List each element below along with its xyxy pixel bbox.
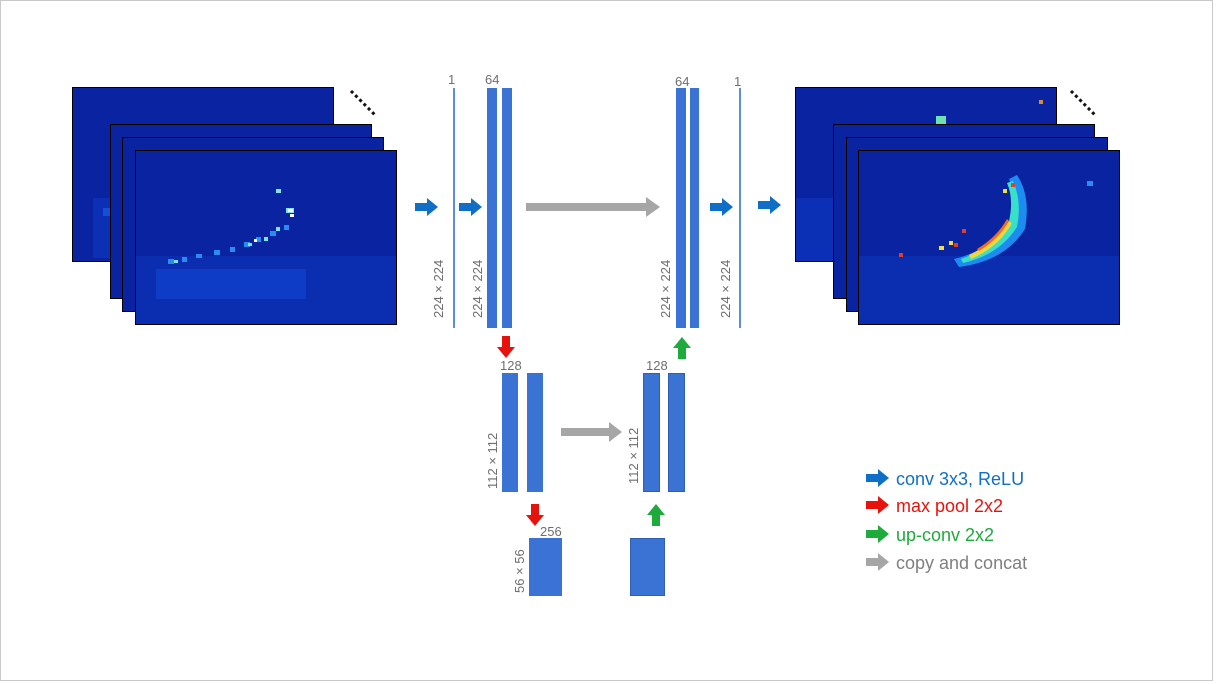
dec1-size-label: 224 × 224 — [658, 259, 673, 318]
dec1-channels-label: 64 — [675, 74, 690, 89]
conv-arrow-input — [415, 198, 438, 216]
legend-copy-text: copy and concat — [896, 553, 1028, 573]
legend-upconv-text: up-conv 2x2 — [896, 525, 995, 545]
legend-conv-text: conv 3x3, ReLU — [896, 469, 1025, 489]
bottleneck-size-label: 56 × 56 — [512, 549, 527, 593]
conv-arrow-output — [758, 196, 781, 214]
output-image-card-front — [858, 150, 1120, 325]
output-channel-bar — [739, 88, 741, 328]
conv-arrow-enc1 — [459, 198, 482, 216]
input-image-card-front — [135, 150, 397, 325]
dec2-size-label: 112 × 112 — [626, 427, 641, 484]
copy-arrow-level2 — [561, 422, 622, 442]
dec2-channels-label: 128 — [646, 358, 668, 373]
dec2-block-a — [643, 373, 660, 492]
input-size-label: 224 × 224 — [431, 259, 446, 318]
enc2-block-b — [527, 373, 543, 492]
enc1-size-label: 224 × 224 — [470, 259, 485, 318]
legend-pool-text: max pool 2x2 — [896, 496, 1004, 516]
upconv-arrow-2 — [647, 504, 665, 526]
bottleneck-channels-label: 256 — [540, 524, 562, 539]
dec1-block-b — [690, 88, 699, 328]
maxpool-arrow-2 — [526, 504, 544, 526]
upconv-source-block — [630, 538, 665, 596]
dec1-block-a — [676, 88, 686, 328]
conv-arrow-dec1 — [710, 198, 733, 216]
green-arrow-icon — [866, 525, 889, 543]
enc2-size-label: 112 × 112 — [485, 432, 500, 489]
dec2-block-b — [668, 373, 685, 492]
input-channels-label: 1 — [448, 72, 456, 87]
red-arrow-icon — [866, 496, 889, 514]
output-size-label: 224 × 224 — [718, 259, 733, 318]
upconv-arrow-1 — [673, 337, 691, 359]
enc2-block-a — [502, 373, 518, 492]
enc1-block-b — [502, 88, 512, 328]
enc2-channels-label: 128 — [500, 358, 522, 373]
blue-arrow-icon — [866, 469, 889, 487]
bottleneck-block — [529, 538, 562, 596]
input-heatmap — [136, 151, 396, 324]
input-channel-bar — [453, 88, 455, 328]
gray-arrow-icon — [866, 553, 889, 571]
enc1-block-a — [487, 88, 497, 328]
output-heatmap — [859, 151, 1119, 324]
maxpool-arrow-1 — [497, 336, 515, 358]
enc1-channels-label: 64 — [485, 72, 500, 87]
output-channels-label: 1 — [734, 74, 742, 89]
copy-arrow-level1 — [526, 197, 660, 217]
